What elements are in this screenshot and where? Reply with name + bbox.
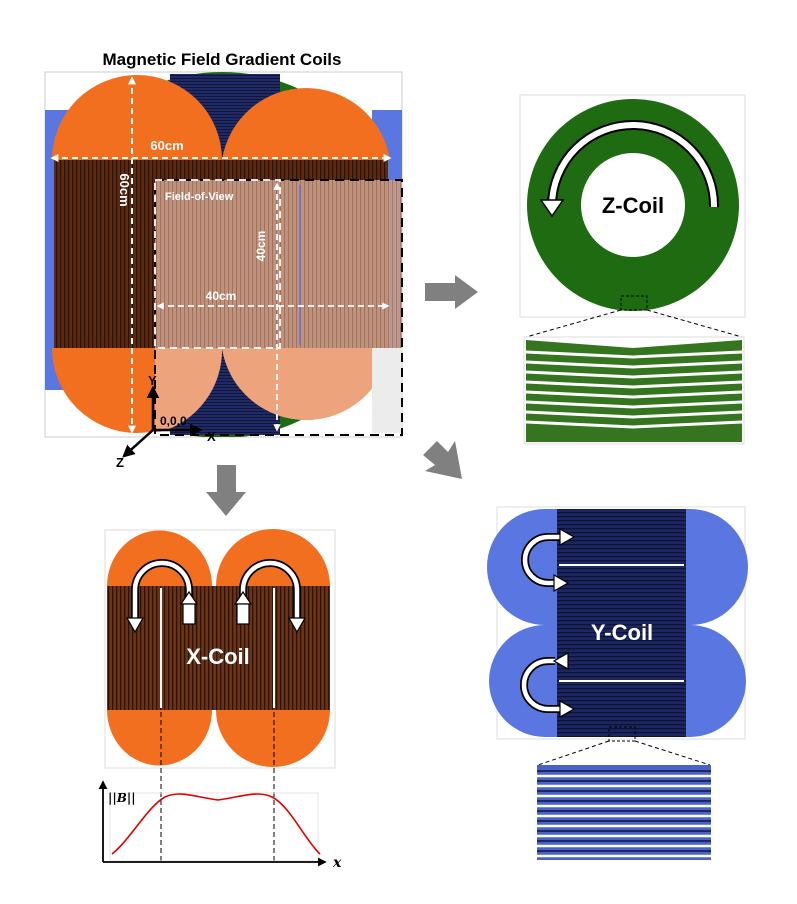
origin-label: 0,0,0 <box>160 414 187 428</box>
fov-width-label: 40cm <box>206 289 237 303</box>
dim-width-label: 60cm <box>150 138 183 153</box>
axis-y-label: Y <box>148 373 157 388</box>
fov-region <box>155 180 402 348</box>
y-coil-zoom-box <box>608 726 636 742</box>
z-coil-panel: Z-Coil <box>519 94 746 445</box>
x-coil-top-right-disc <box>222 87 390 160</box>
field-curve <box>111 793 321 855</box>
fov-corner-gray <box>372 348 402 433</box>
z-coil-zoom-detail <box>523 336 745 445</box>
z-coil-hole <box>581 153 685 257</box>
fov-lower-tint-right-fill <box>222 348 390 420</box>
y-coil-label: Y-Coil <box>591 620 653 645</box>
coordinate-axes: Y X Z 0,0,0 <box>116 373 216 470</box>
x-coil-label: X-Coil <box>186 644 250 669</box>
dim-height-label: 60cm <box>117 173 132 206</box>
field-magnitude-plot: ||B|| x <box>98 780 342 871</box>
arrow-to-y-coil <box>423 441 462 479</box>
arrow-to-x-coil <box>206 465 246 516</box>
figure-title: Magnetic Field Gradient Coils <box>103 50 342 69</box>
fov-height-label: 40cm <box>254 231 268 262</box>
x-coil-panel: X-Coil <box>104 529 336 769</box>
z-coil-label: Z-Coil <box>602 193 664 218</box>
main-coil-assembly: 60cm 60cm Field-of-View 40cm 40cm Y X Z … <box>44 71 403 470</box>
y-coil-current-arrows <box>520 533 560 713</box>
plot-x-label: x <box>332 855 342 871</box>
x-coil-top-left-disc <box>52 75 222 160</box>
x-coil-body-detail <box>107 586 330 710</box>
axis-x-label: X <box>207 429 216 444</box>
z-coil-arrowhead <box>539 199 565 218</box>
x-coil-current-arrows <box>131 559 301 620</box>
fov-lower-tint-left <box>155 348 223 432</box>
z-coil-zoom-box <box>620 295 648 311</box>
y-coil-zoom-detail <box>537 765 711 860</box>
plot-y-label: ||B|| <box>108 791 136 805</box>
y-coil-body-detail <box>557 509 686 737</box>
axis-z-label: Z <box>116 455 124 470</box>
arrow-to-z-coil <box>425 275 478 309</box>
y-coil-panel: Y-Coil <box>487 506 748 860</box>
fov-label: Field-of-View <box>165 191 234 203</box>
